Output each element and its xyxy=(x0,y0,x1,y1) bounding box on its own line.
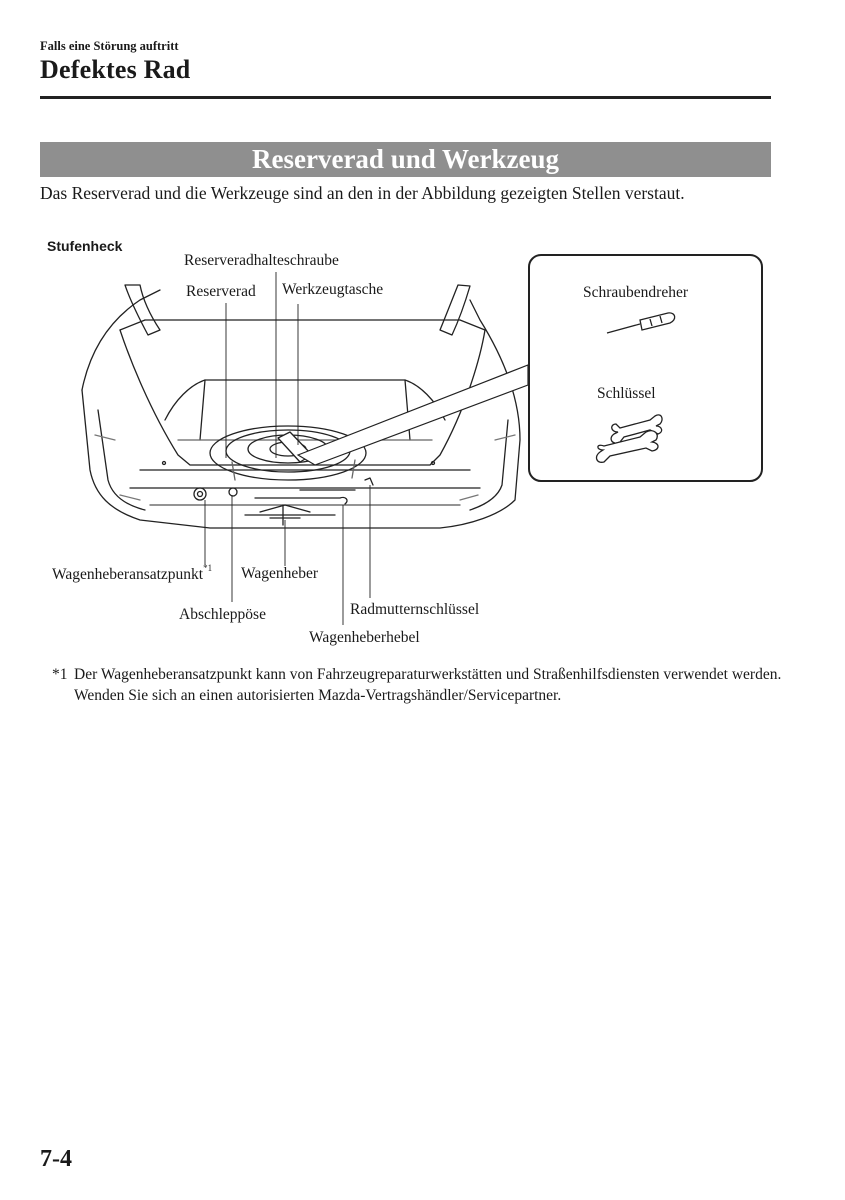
label-lug-wrench: Radmutternschlüssel xyxy=(350,601,480,618)
variant-label: Stufenheck xyxy=(47,238,123,254)
footnote-text: Der Wagenheberansatzpunkt kann von Fahrz… xyxy=(74,666,782,704)
footnote-mark: *1 xyxy=(52,666,68,683)
trunk-illustration xyxy=(81,254,763,625)
footnote-marker: *1 xyxy=(203,563,213,573)
label-spare-wheel-bolt: Reserveradhalteschraube xyxy=(184,252,339,269)
header-rule xyxy=(40,96,771,99)
chapter-title: Defektes Rad xyxy=(40,55,191,84)
label-jack-lever: Wagenheberhebel xyxy=(309,629,420,646)
intro-text: Das Reserverad und die Werkzeuge sind an… xyxy=(40,183,685,203)
label-wrench: Schlüssel xyxy=(597,385,656,402)
breadcrumb: Falls eine Störung auftritt xyxy=(40,39,179,53)
label-towing-eye: Abschleppöse xyxy=(179,606,266,623)
footnote: *1 Der Wagenheberansatzpunkt kann von Fa… xyxy=(52,664,784,706)
label-tool-bag: Werkzeugtasche xyxy=(282,281,384,298)
label-jack-point: Wagenheberansatzpunkt*1 xyxy=(52,563,213,584)
label-jack: Wagenheber xyxy=(241,565,319,582)
screwdriver-icon xyxy=(606,312,676,334)
label-screwdriver: Schraubendreher xyxy=(583,284,689,301)
page-number: 7-4 xyxy=(40,1146,72,1172)
section-title: Reserverad und Werkzeug xyxy=(40,142,771,177)
label-spare-wheel: Reserverad xyxy=(186,283,256,300)
wrench-icon xyxy=(595,414,663,463)
tools-inset-box xyxy=(528,254,763,482)
